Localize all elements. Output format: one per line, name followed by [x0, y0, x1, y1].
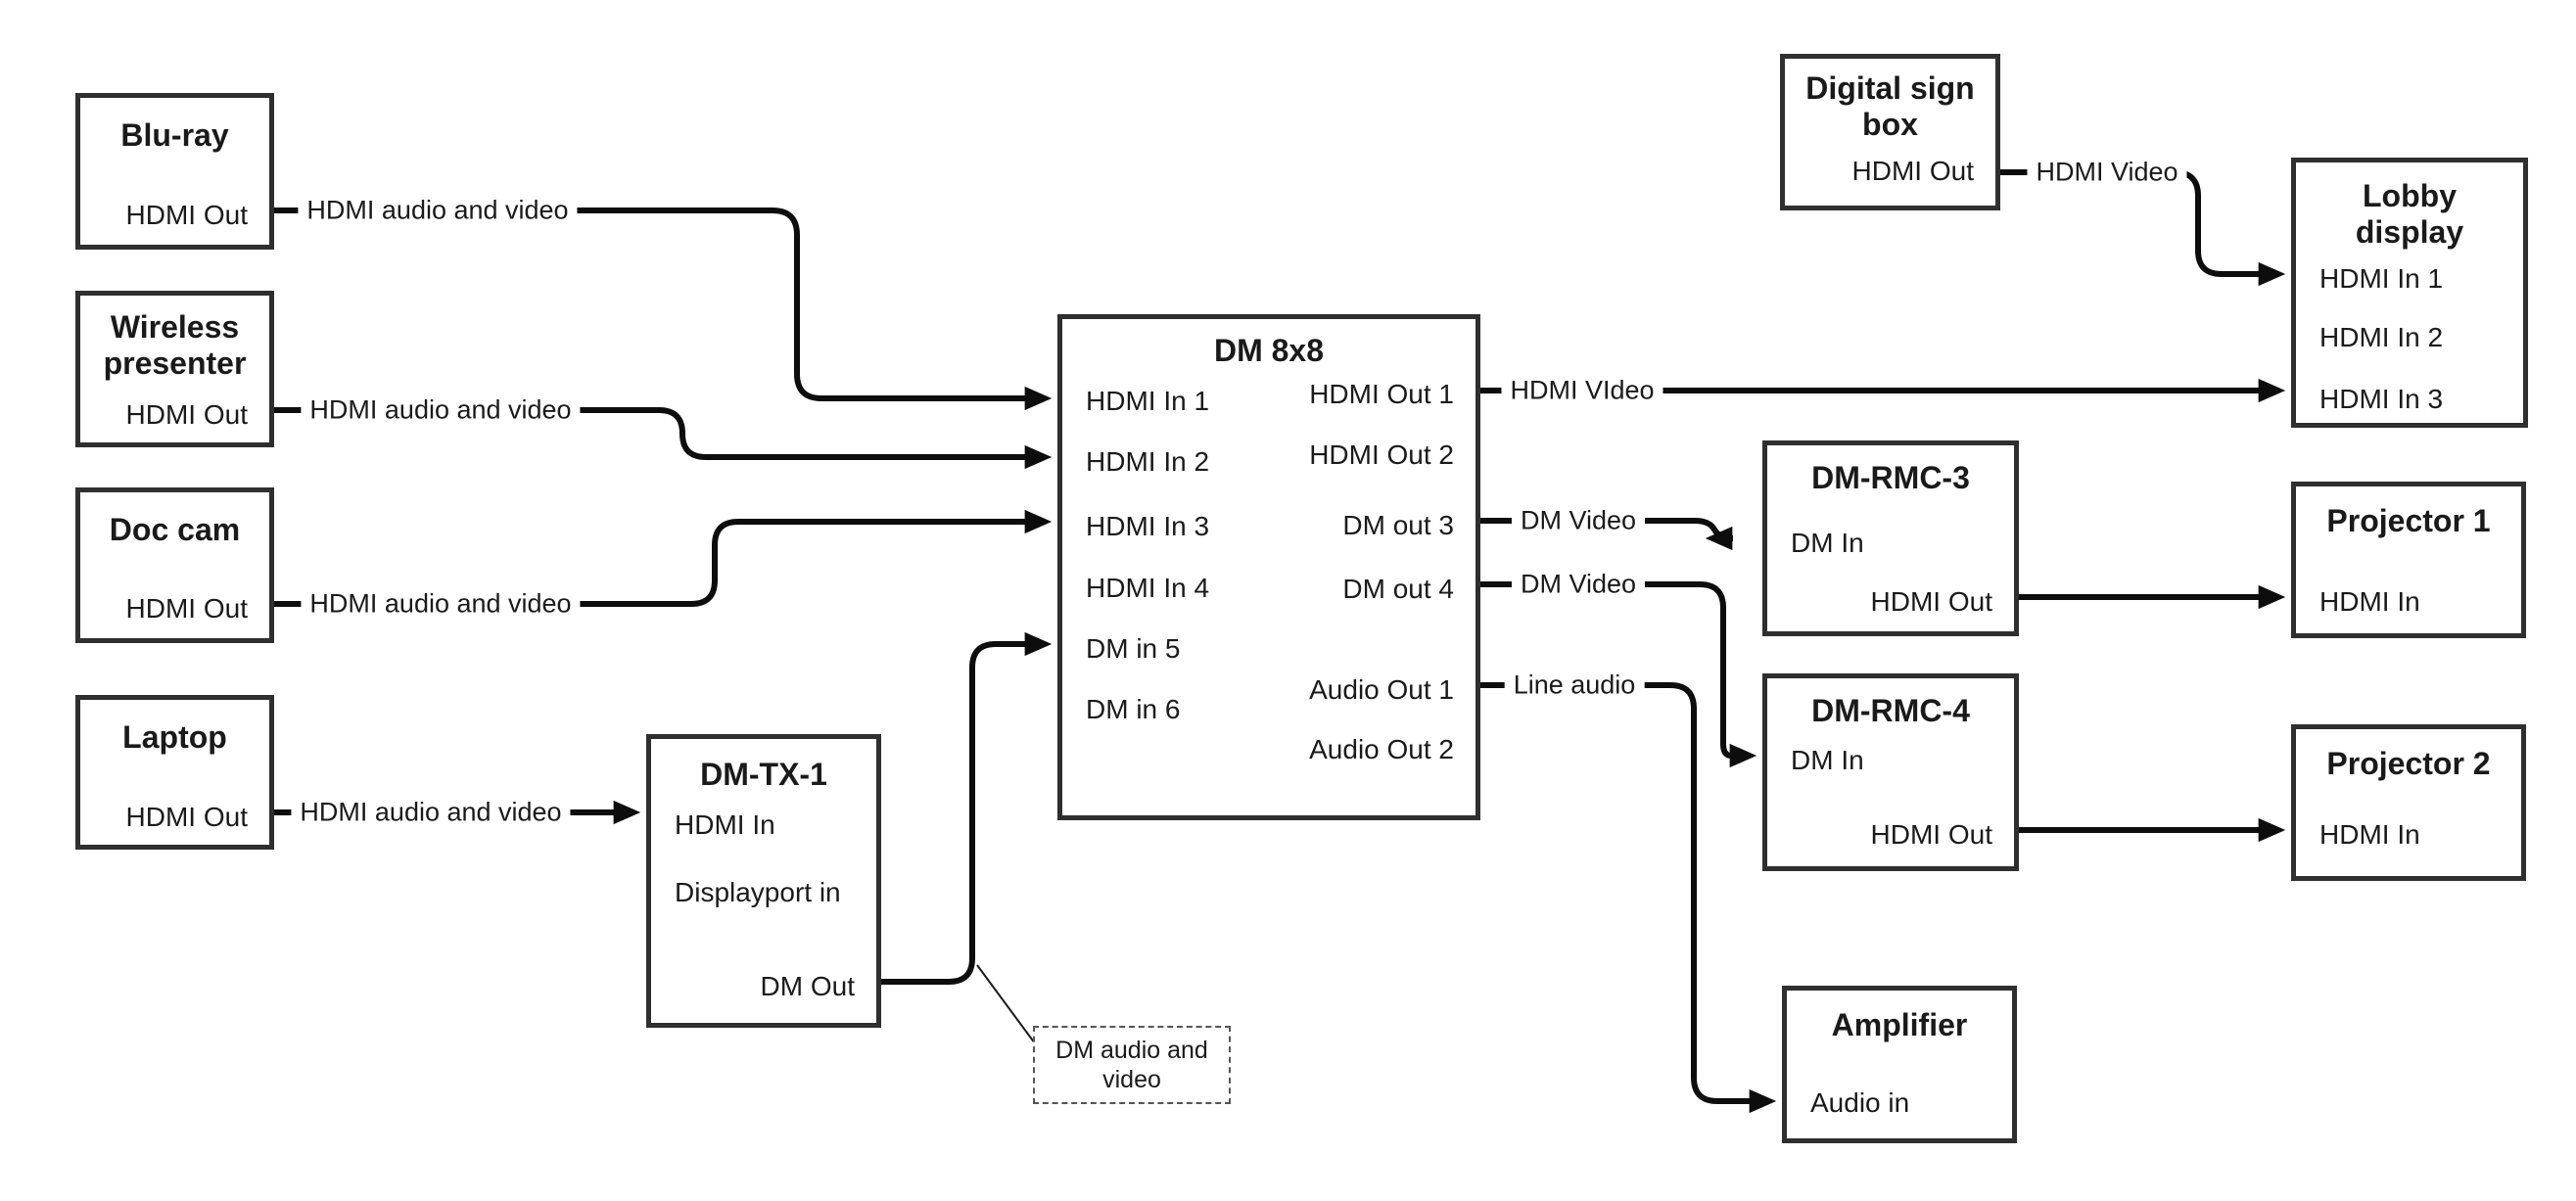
connector-dm8x8-audio1-to-amplifier — [1480, 682, 1777, 1114]
connector-dm8x8-out4-to-dmrmc4 — [1480, 581, 1757, 768]
box-wireless-presenter: Wireless presenter HDMI Out — [75, 291, 274, 447]
note-text: DM audio and video — [1055, 1037, 1208, 1093]
box-dm-tx-1: DM-TX-1 HDMI In Displayport in DM Out — [646, 734, 881, 1028]
port-lobby-hdmi-in-2: HDMI In 2 — [2319, 322, 2444, 352]
port-dmtx1-displayport-in: Displayport in — [675, 877, 841, 907]
port-laptop-hdmi-out: HDMI Out — [125, 802, 248, 832]
label-doccam-connection: HDMI audio and video — [301, 588, 581, 620]
port-digitalsign-hdmi-out: HDMI Out — [1851, 156, 1974, 186]
port-bluray-hdmi-out: HDMI Out — [125, 200, 248, 230]
port-dmrmc4-dm-in: DM In — [1791, 745, 1864, 775]
port-dm8x8-audio-out-2: Audio Out 2 — [1309, 734, 1454, 764]
box-amplifier-title: Amplifier — [1831, 1007, 1968, 1042]
port-wireless-hdmi-out: HDMI Out — [125, 399, 248, 430]
label-dmout4-connection: DM Video — [1511, 569, 1646, 600]
label-hdmiout1-connection: HDMI VIdeo — [1501, 375, 1663, 406]
connector-bluray-to-dm8x8-in1 — [274, 208, 1053, 411]
box-projector-1: Projector 1 HDMI In — [2291, 482, 2526, 638]
port-dmrmc4-hdmi-out: HDMI Out — [1870, 819, 1992, 850]
port-proj2-hdmi-in: HDMI In — [2319, 819, 2420, 850]
box-laptop-title: Laptop — [122, 719, 227, 755]
connector-dm8x8-out3-to-dmrmc3 — [1480, 518, 1734, 551]
box-doc-cam-title: Doc cam — [109, 512, 241, 547]
label-laptop-connection: HDMI audio and video — [291, 797, 571, 828]
box-dm-rmc-4-title: DM-RMC-4 — [1811, 693, 1970, 728]
box-dm-rmc-3-title: DM-RMC-3 — [1811, 460, 1970, 495]
box-projector-1-title: Projector 1 — [2326, 503, 2491, 538]
connector-wireless-to-dm8x8-in2 — [274, 407, 1053, 470]
label-dmout3-connection: DM Video — [1511, 505, 1646, 536]
port-dm8x8-audio-out-1: Audio Out 1 — [1309, 674, 1454, 705]
box-dm-8x8-title: DM 8x8 — [1213, 333, 1325, 368]
box-digital-sign: Digital sign box HDMI Out — [1780, 54, 2000, 210]
connector-dmtx1-dmout-to-dm8x8-in5 — [881, 631, 1053, 985]
port-proj1-hdmi-in: HDMI In — [2319, 586, 2420, 617]
port-dm8x8-hdmi-in-3: HDMI In 3 — [1086, 511, 1210, 541]
port-dmrmc3-dm-in: DM In — [1791, 528, 1864, 558]
port-dm8x8-dm-in-5: DM in 5 — [1086, 633, 1181, 664]
note-leader-line — [976, 964, 1036, 1044]
label-bluray-connection: HDMI audio and video — [298, 195, 578, 226]
box-dm-rmc-3: DM-RMC-3 DM In HDMI Out — [1762, 440, 2019, 636]
port-lobby-hdmi-in-1: HDMI In 1 — [2319, 263, 2444, 294]
box-bluray-title: Blu-ray — [120, 117, 229, 153]
box-laptop: Laptop HDMI Out — [75, 695, 274, 850]
box-dm-tx-1-title: DM-TX-1 — [700, 757, 827, 792]
port-dm8x8-hdmi-in-1: HDMI In 1 — [1086, 386, 1210, 416]
box-lobby-display: Lobby display HDMI In 1 HDMI In 2 HDMI I… — [2291, 158, 2528, 428]
port-amplifier-audio-in: Audio in — [1810, 1087, 1910, 1118]
port-dm8x8-hdmi-in-4: HDMI In 4 — [1086, 573, 1210, 603]
port-dmtx1-dm-out: DM Out — [760, 971, 855, 1001]
label-digitalsign-connection: HDMI Video — [2027, 157, 2187, 188]
port-dm8x8-hdmi-out-1: HDMI Out 1 — [1309, 379, 1454, 409]
port-lobby-hdmi-in-3: HDMI In 3 — [2319, 384, 2444, 414]
port-dm8x8-hdmi-in-2: HDMI In 2 — [1086, 446, 1210, 477]
box-doc-cam: Doc cam HDMI Out — [75, 487, 274, 643]
connector-doccam-to-dm8x8-in3 — [274, 509, 1053, 607]
box-digital-sign-title: Digital sign box — [1805, 70, 1975, 142]
label-wireless-connection: HDMI audio and video — [301, 394, 581, 426]
port-dm8x8-dm-in-6: DM in 6 — [1086, 694, 1181, 724]
box-wireless-presenter-title: Wireless presenter — [103, 309, 247, 381]
label-audioout1-connection: Line audio — [1504, 670, 1645, 701]
port-dm8x8-hdmi-out-2: HDMI Out 2 — [1309, 439, 1454, 470]
box-dm-rmc-4: DM-RMC-4 DM In HDMI Out — [1762, 673, 2019, 871]
port-dm8x8-dm-out-4: DM out 4 — [1342, 574, 1454, 604]
note-dm-audio-and-video: DM audio and video — [1033, 1026, 1231, 1104]
box-projector-2-title: Projector 2 — [2326, 746, 2491, 781]
port-dm8x8-dm-out-3: DM out 3 — [1342, 510, 1454, 540]
box-dm-8x8: DM 8x8 HDMI In 1 HDMI In 2 HDMI In 3 HDM… — [1057, 314, 1480, 820]
port-doccam-hdmi-out: HDMI Out — [125, 593, 248, 624]
box-bluray: Blu-ray HDMI Out — [75, 93, 274, 250]
port-dmrmc3-hdmi-out: HDMI Out — [1870, 586, 1992, 617]
box-amplifier: Amplifier Audio in — [1782, 986, 2017, 1143]
box-lobby-display-title: Lobby display — [2355, 178, 2464, 250]
connector-digitalsign-to-lobby-in1 — [2000, 169, 2286, 287]
port-dmtx1-hdmi-in: HDMI In — [675, 809, 775, 840]
box-projector-2: Projector 2 HDMI In — [2291, 724, 2526, 881]
